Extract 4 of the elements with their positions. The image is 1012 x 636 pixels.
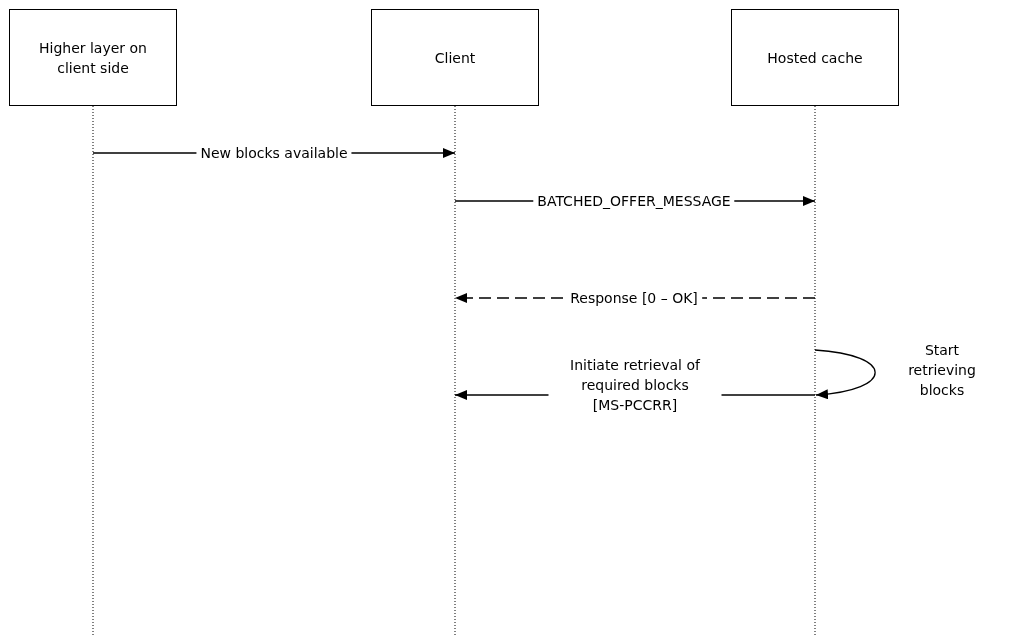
lifeline-header-box: Client — [371, 9, 539, 106]
lifeline-header-box: Higher layer on client side — [9, 9, 177, 106]
message-arrow — [814, 349, 876, 399]
lifeline-header-box: Hosted cache — [731, 9, 899, 106]
